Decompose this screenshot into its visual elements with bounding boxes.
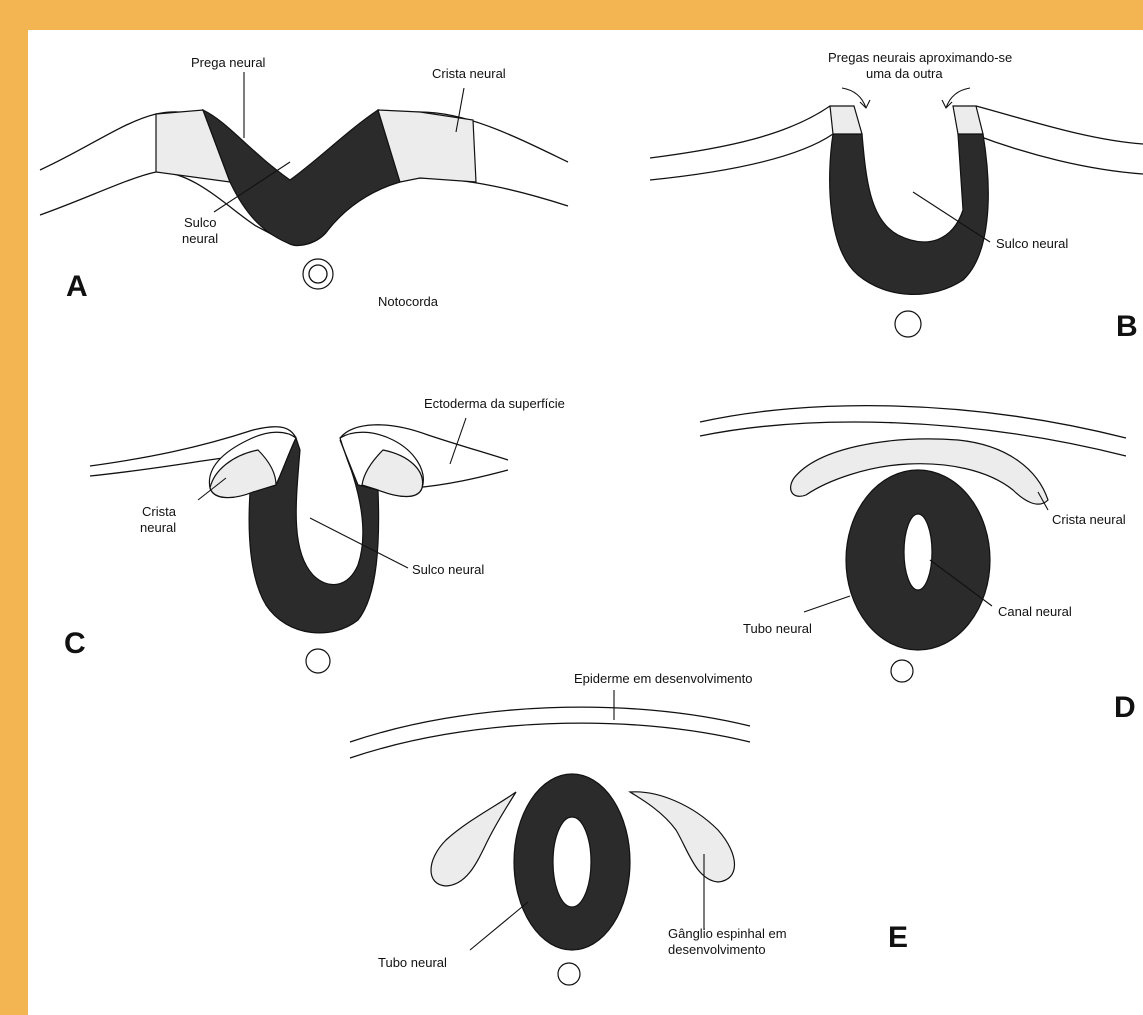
panel-a-letter: A	[66, 270, 88, 303]
panel-e-tubo-label: Tubo neural	[378, 955, 447, 970]
panel-b: Pregas neurais aproximando-se uma da out…	[650, 50, 1143, 343]
panel-e-ganglion-right	[630, 792, 735, 882]
panel-b-ectoderm-top	[650, 106, 1143, 158]
panel-b-pregas-label-1: Pregas neurais aproximando-se	[828, 50, 1012, 65]
panel-a-notochord	[303, 259, 333, 289]
panel-e-ganglio-label-2: desenvolvimento	[668, 942, 766, 957]
panel-e-epidermis-bottom	[350, 723, 750, 758]
panel-b-ectoderm-bottom	[650, 134, 1143, 180]
panel-a-notocorda-label: Notocorda	[378, 294, 439, 309]
panel-c-crista-label-1: Crista	[142, 504, 177, 519]
panel-d-letter: D	[1114, 691, 1136, 724]
panel-b-pregas-label-2: uma da outra	[866, 66, 943, 81]
panel-d-canal-label: Canal neural	[998, 604, 1072, 619]
panel-c-letter: C	[64, 627, 86, 660]
diagram-frame: Prega neural Crista neural Sulco neural …	[28, 30, 1143, 1015]
panel-c-sulco-label: Sulco neural	[412, 562, 484, 577]
panel-d-neural-canal	[904, 514, 932, 590]
panel-a-crista-label: Crista neural	[432, 66, 506, 81]
panel-a-prega-label: Prega neural	[191, 55, 266, 70]
panel-b-arrow-right	[942, 88, 970, 108]
panel-b-arrow-left	[842, 88, 870, 108]
panel-d-ectoderm-top	[700, 406, 1126, 438]
panel-b-neural-fold	[830, 134, 989, 294]
panel-e-ganglio-label-1: Gânglio espinhal em	[668, 926, 787, 941]
panel-a-sulco-label-1: Sulco	[184, 215, 217, 230]
panel-c-ectoderma-label: Ectoderma da superfície	[424, 396, 565, 411]
panel-c-notochord	[306, 649, 330, 673]
panel-b-notochord	[895, 311, 921, 337]
panel-c-crista-label-2: neural	[140, 520, 176, 535]
panel-d-tubo-label: Tubo neural	[743, 621, 812, 636]
panel-e-tubo-leader	[470, 902, 528, 950]
panel-d-notochord	[891, 660, 913, 682]
panel-a-sulco-label-2: neural	[182, 231, 218, 246]
neural-tube-diagram: Prega neural Crista neural Sulco neural …	[28, 30, 1143, 1015]
panel-b-crest-left	[830, 106, 862, 134]
panel-b-letter: B	[1116, 310, 1138, 343]
panel-d-crista-label: Crista neural	[1052, 512, 1126, 527]
panel-c-ectoderma-leader	[450, 418, 466, 464]
panel-c: Ectoderma da superfície Crista neural Su…	[64, 396, 565, 673]
panel-a: Prega neural Crista neural Sulco neural …	[40, 55, 568, 309]
panel-e: Epiderme em desenvolvimento Gânglio espi…	[350, 671, 908, 985]
panel-e-epidermis-top	[350, 707, 750, 742]
panel-e-neural-canal	[553, 817, 591, 907]
panel-e-ganglion-left	[431, 792, 516, 886]
panel-a-neural-plate	[203, 110, 400, 245]
panel-e-notochord	[558, 963, 580, 985]
panel-d-tubo-leader	[804, 596, 850, 612]
panel-b-sulco-label: Sulco neural	[996, 236, 1068, 251]
panel-d: Crista neural Canal neural Tubo neural D	[700, 406, 1136, 724]
panel-b-crest-right	[953, 106, 983, 134]
panel-e-letter: E	[888, 921, 908, 954]
panel-e-epiderme-label: Epiderme em desenvolvimento	[574, 671, 752, 686]
